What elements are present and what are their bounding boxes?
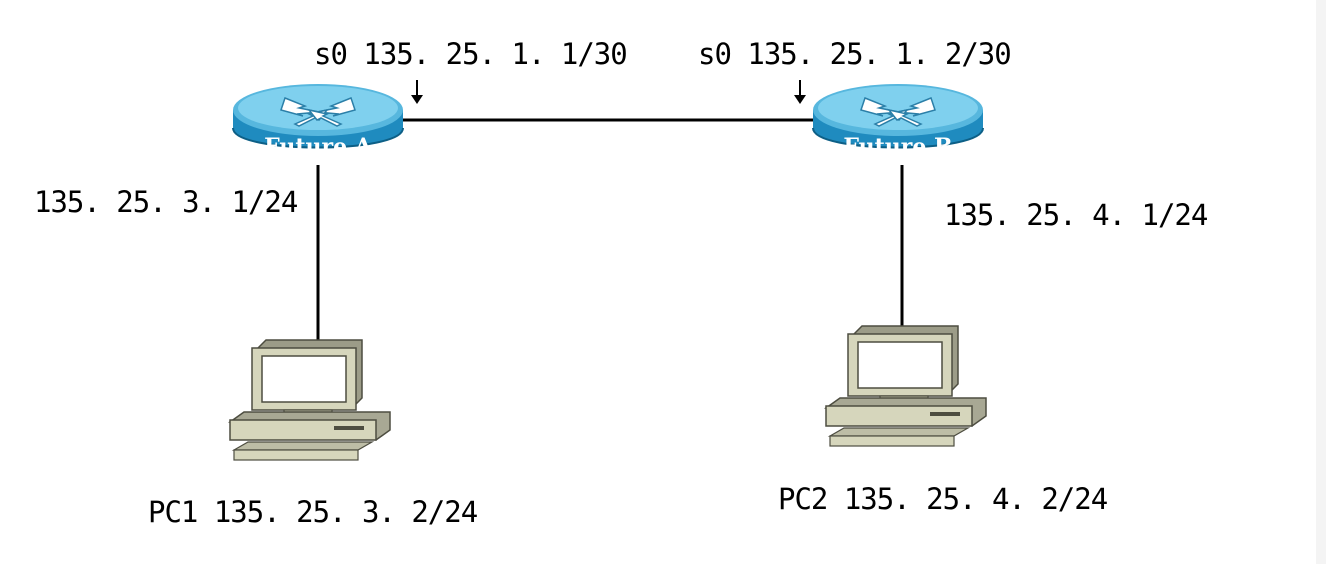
router-b-serial-label: s0 135. 25. 1. 2/30: [698, 37, 1012, 71]
router-name: Future B: [843, 134, 952, 160]
computer-icon: [229, 339, 391, 461]
pc2-label: PC2 135. 25. 4. 2/24: [778, 482, 1108, 516]
router-name: Future A: [264, 134, 373, 160]
router-a-serial-label: s0 135. 25. 1. 1/30: [314, 37, 628, 71]
router-icon: Future A: [232, 83, 404, 160]
router-icon: Future B: [812, 83, 984, 160]
arrow-down-icon: [411, 80, 423, 104]
edge-strip: [1316, 0, 1326, 564]
arrow-down-icon: [794, 80, 806, 104]
computer-icon: [825, 325, 987, 447]
router-a-lan-label: 135. 25. 3. 1/24: [34, 185, 298, 219]
router-b-lan-label: 135. 25. 4. 1/24: [944, 198, 1208, 232]
pc1-label: PC1 135. 25. 3. 2/24: [148, 495, 478, 529]
